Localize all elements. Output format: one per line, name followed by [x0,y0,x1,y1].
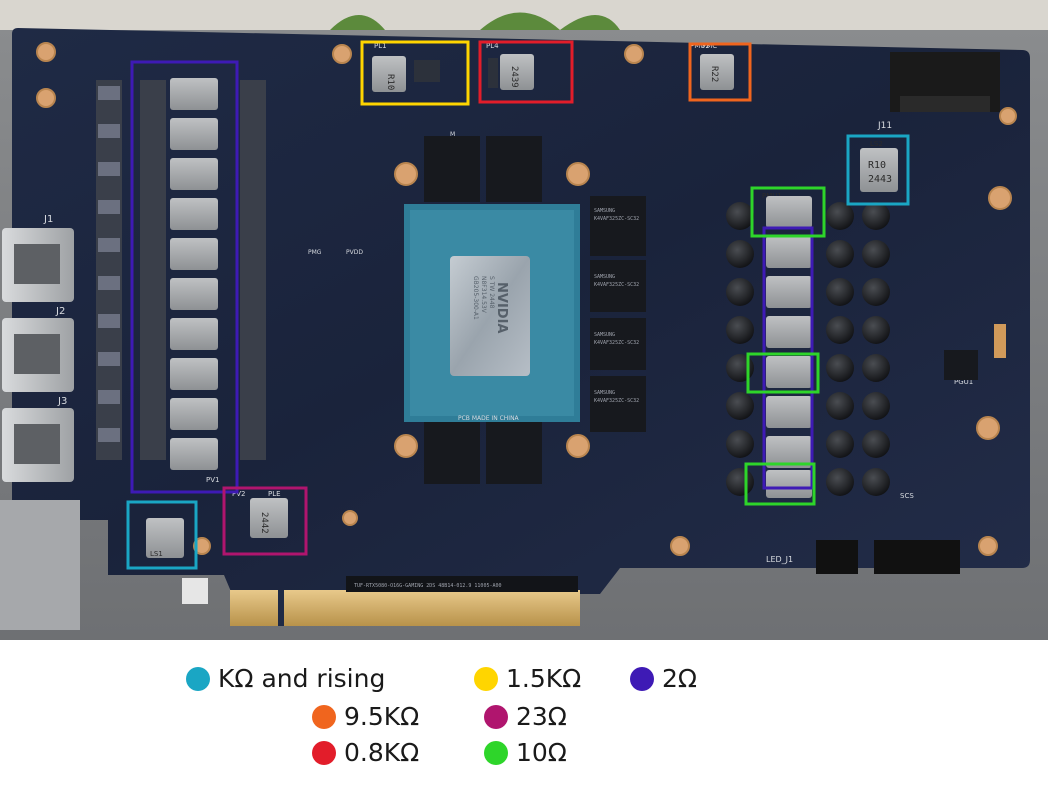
highlight-10-ohm-3 [744,462,816,506]
legend-swatch-red [312,740,336,765]
memory-brand-2: SAMSUNG [594,274,615,280]
ref-label-pv2: PV2 [232,490,245,498]
ref-label-j1: J1 [43,214,53,225]
highlight-23-ohm [222,486,308,556]
ref-label-scs: SCS [900,492,914,500]
ref-label-led-j1: LED_J1 [766,555,793,564]
ref-label-ls2: LS2 [870,140,883,148]
ref-label-pmg: PMG [308,249,322,256]
ref-label-pl4: PL4 [486,42,499,50]
gpu-mark-line2: N8F314.53V [480,276,487,314]
inductor-mark-r10: R10 [385,74,395,90]
inductor-mark-2443: 2443 [868,174,892,185]
legend-label: 23Ω [516,702,567,731]
legend-item-10-ohm: 10Ω [484,738,567,767]
inductor-mark-r10-2: R10 [868,160,886,171]
highlight-2-ohm-left [130,60,239,494]
legend-item-23-ohm: 23Ω [484,702,567,731]
right-chokes [766,196,812,498]
legend-label: 0.8KΩ [344,738,420,767]
left-mosfets [96,80,266,460]
display-ports [2,228,74,482]
legend-item-2-ohm: 2Ω [630,664,697,693]
gpu-die [450,256,530,376]
legend-label: 9.5KΩ [344,702,420,731]
memory-brand-1: SAMSUNG [594,208,615,214]
serial-text: TUF-RTX5080-O16G-GAMING 2DS 48B14-012.9 … [354,583,502,589]
legend-label: 1.5KΩ [506,664,582,693]
highlight-10-ohm-1 [750,186,826,238]
highlight-9-5k-ohm [688,42,752,102]
ref-label-pv1: PV1 [206,476,219,484]
legend-item-1-5k-ohm: 1.5KΩ [474,664,581,693]
legend-label: 10Ω [516,738,567,767]
ref-label-pl1: PL1 [374,42,387,50]
plant-leaves [330,12,620,30]
gpu-mark-line3: S TW 2448 [488,276,495,309]
highlight-k-ohm-rising-bottom [126,500,198,570]
memory-brand-3: SAMSUNG [594,332,615,338]
left-chokes [170,78,218,470]
pin-header [994,324,1006,358]
gpu-brand-mark: NVIDIA [494,282,509,333]
ref-label-ls1: LS1 [150,550,163,558]
ref-label-pvdd: PVDD [346,249,363,256]
gpu-mark-line1: GB205-300-A1 [472,276,479,320]
highlight-0-8k-ohm [478,40,574,104]
legend-item-k-ohm-rising: KΩ and rising [186,664,385,693]
ref-label-j11: J11 [877,121,892,131]
highlight-1-5k-ohm [360,40,470,106]
left-smd-pattern [98,86,120,442]
gpu-board-photo: J1 J2 J3 [0,0,1048,640]
mounting-holes [36,42,1017,556]
legend-swatch-green [484,740,508,765]
legend-swatch-cyan [186,666,210,691]
legend-item-9-5k-ohm: 9.5KΩ [312,702,419,731]
legend-swatch-yellow [474,666,498,691]
serial-sticker [346,576,578,592]
highlight-boxes [126,40,910,570]
legend-swatch-magenta [484,704,508,729]
pcie-gold-fingers [230,590,580,626]
legend-label: KΩ and rising [218,664,386,693]
legend-label: 2Ω [662,664,698,693]
ref-label-ple: PLE [268,490,281,498]
memory-part-4: K4VAF325ZC-SC32 [594,398,639,404]
highlight-k-ohm-rising-top [846,134,910,206]
legend-swatch-purple [630,666,654,691]
io-bracket [0,500,80,630]
legend-item-0-8k-ohm: 0.8KΩ [312,738,419,767]
inductor-mark-r22: R22 [709,66,719,82]
ref-label-pmu2: PMU2 [690,42,710,50]
memory-part-1: K4VAF325ZC-SC32 [594,216,639,222]
ref-label-pmc: PMC [702,42,717,50]
resistance-legend: KΩ and rising 1.5KΩ 2Ω 9.5KΩ 23Ω 0.8KΩ 1… [0,640,1048,786]
top-power-stage [146,54,898,558]
ref-label-pgu1: PGU1 [954,378,973,386]
memory-part-2: K4VAF325ZC-SC32 [594,282,639,288]
inductor-mark-2439: 2439 [509,66,519,88]
ref-label-j3: J3 [57,396,67,407]
pcb-fab-text: PCB MADE IN CHINA [458,415,520,422]
ref-label-j2: J2 [55,306,65,317]
inductor-mark-2442: 2442 [259,512,269,534]
fan-headers [816,540,960,574]
memory-brand-4: SAMSUNG [594,390,615,396]
controller-ic [944,350,978,380]
qr-code [182,578,208,604]
memory-chips [424,136,646,484]
legend-swatch-orange [312,704,336,729]
memory-part-3: K4VAF325ZC-SC32 [594,340,639,346]
highlight-10-ohm-2 [746,352,820,394]
ref-label-m: M [450,131,455,138]
highlight-2-ohm-right [762,226,814,490]
